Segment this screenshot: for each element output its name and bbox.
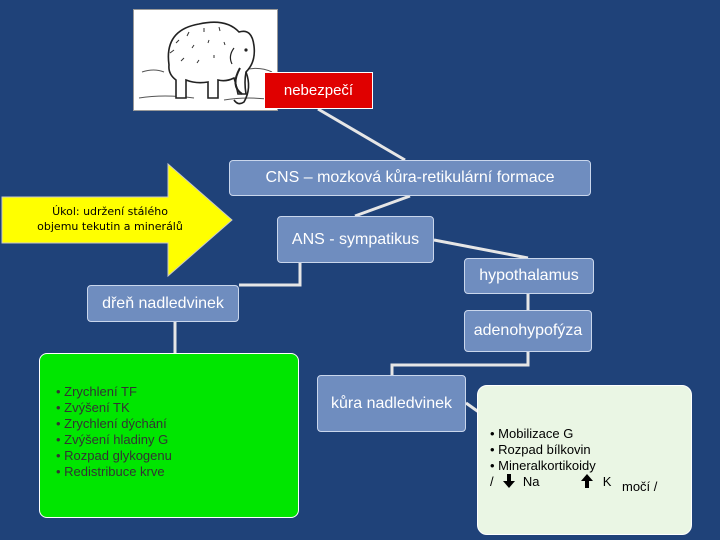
connector-adeno-cortex <box>390 352 530 375</box>
medulla-effect-item: • Zrychlení dýchání <box>56 416 167 431</box>
medulla-effects-list: • Zrychlení TF • Zvýšení TK • Zrychlení … <box>56 384 172 480</box>
task-line-2: objemu tekutin a minerálů <box>37 220 183 233</box>
connector-ans-medulla <box>239 263 302 287</box>
mineral-row: / Na K <box>490 474 611 490</box>
cortex-effect-item: • Rozpad bílkovin <box>490 442 591 457</box>
cortex-effects-list: • Mobilizace G • Rozpad bílkovin • Miner… <box>490 426 611 474</box>
cns-node: CNS – mozková kůra-retikulární formace <box>229 160 591 196</box>
hypothalamus-node: hypothalamus <box>464 258 594 294</box>
adenohypophysis-label: adenohypofýza <box>473 322 583 339</box>
urine-label: močí / <box>622 479 658 494</box>
adrenal-cortex-node: kůra nadledvinek <box>317 375 466 432</box>
connector-danger-cns <box>317 107 406 162</box>
adrenal-cortex-label: kůra nadledvinek <box>331 394 452 412</box>
arrow-up-icon <box>581 474 594 488</box>
medulla-effect-item: • Zvýšení TK <box>56 400 130 415</box>
potassium-label: K <box>602 474 612 489</box>
medulla-effect-item: • Redistribuce krve <box>56 464 165 479</box>
cortex-effect-item: • Mineralkortikoidy <box>490 458 596 473</box>
cortex-effect-item: • Mobilizace G <box>490 426 574 441</box>
danger-label: nebezpečí <box>283 82 354 99</box>
task-text: Úkol: udržení stálého objemu tekutin a m… <box>20 204 200 234</box>
ans-label: ANS - sympatikus <box>291 230 420 248</box>
connector-cns-ans <box>354 194 411 218</box>
ans-node: ANS - sympatikus <box>277 216 434 263</box>
mineral-row-open: / <box>490 474 494 489</box>
medulla-effects-box: • Zrychlení TF • Zvýšení TK • Zrychlení … <box>39 353 299 518</box>
adrenal-medulla-label: dřeň nadledvinek <box>102 294 224 312</box>
danger-node: nebezpečí <box>264 72 373 109</box>
medulla-effect-item: • Rozpad glykogenu <box>56 448 172 463</box>
medulla-effect-item: • Zvýšení hladiny G <box>56 432 169 447</box>
arrow-down-icon <box>503 474 516 488</box>
task-line-1: Úkol: udržení stálého <box>52 205 168 218</box>
sodium-label: Na <box>522 474 540 489</box>
connector-ans-hypothalamus <box>433 238 529 260</box>
cortex-effects-box: • Mobilizace G • Rozpad bílkovin • Miner… <box>477 385 692 535</box>
medulla-effect-item: • Zrychlení TF <box>56 384 137 399</box>
task-arrow <box>1 162 233 278</box>
cns-label: CNS – mozková kůra-retikulární formace <box>265 169 555 186</box>
adrenal-medulla-node: dřeň nadledvinek <box>87 285 239 322</box>
adenohypophysis-node: adenohypofýza <box>464 310 592 352</box>
mammoth-drawing <box>138 21 275 105</box>
mammoth-illustration <box>133 9 278 111</box>
hypothalamus-label: hypothalamus <box>479 267 579 284</box>
